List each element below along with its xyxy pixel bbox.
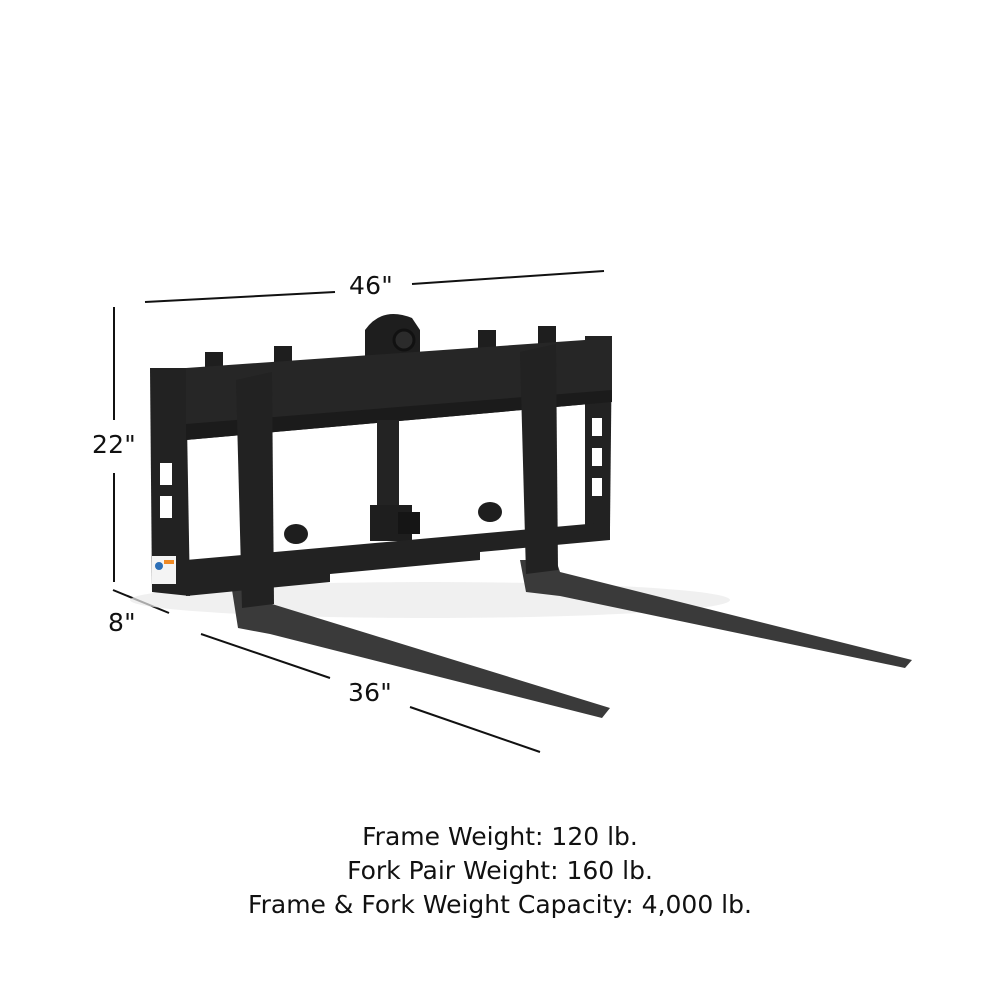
width-line-right bbox=[411, 270, 605, 285]
height-dimension-label: 22" bbox=[92, 430, 136, 459]
right-fork-tine bbox=[520, 560, 912, 668]
depth-dimension-label: 8" bbox=[108, 608, 136, 637]
width-line-left bbox=[144, 291, 336, 303]
frame-weight-text: Frame Weight: 120 lb. bbox=[362, 822, 638, 851]
pin-tube-right bbox=[478, 502, 502, 522]
fork-length-dimension-label: 36" bbox=[348, 678, 392, 707]
right-fork-upright bbox=[520, 344, 558, 574]
fork-pair-weight-text: Fork Pair Weight: 160 lb. bbox=[347, 856, 653, 885]
length-line-left bbox=[200, 633, 331, 679]
center-post bbox=[377, 420, 399, 520]
left-fork-upright bbox=[236, 372, 274, 608]
pin-tube-left bbox=[284, 524, 308, 544]
spec-caption: Frame Weight: 120 lb. Fork Pair Weight: … bbox=[0, 820, 1000, 922]
left-fork-tine bbox=[232, 590, 610, 718]
weight-capacity-text: Frame & Fork Weight Capacity: 4,000 lb. bbox=[248, 890, 752, 919]
width-dimension-label: 46" bbox=[349, 271, 393, 300]
bottom-crossbeam bbox=[186, 522, 610, 596]
top-crossbeam bbox=[186, 340, 612, 440]
length-line-right bbox=[409, 706, 541, 753]
